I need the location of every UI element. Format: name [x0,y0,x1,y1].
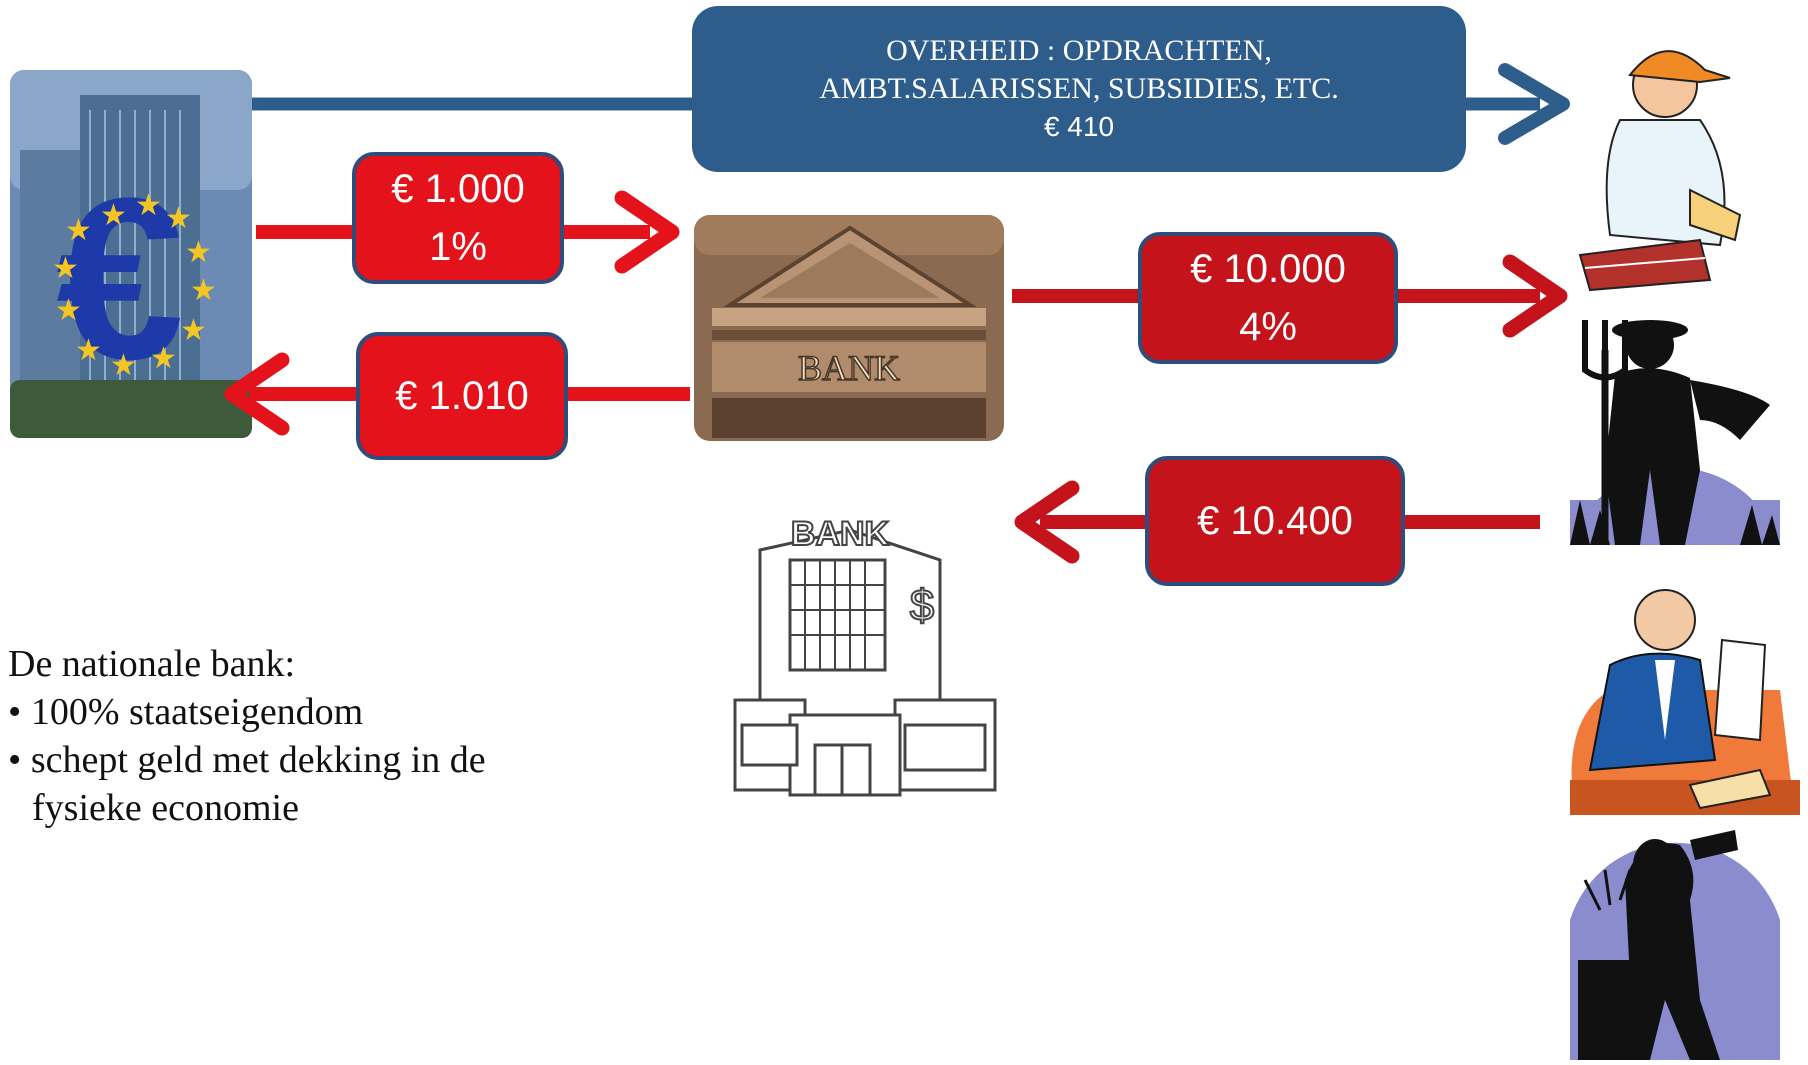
info-list: 100% staatseigendom schept geld met dekk… [8,688,486,832]
national-bank-info: De nationale bank: 100% staatseigendom s… [8,640,486,832]
farmer-clipart [1570,320,1780,545]
loan-rate: 1% [429,225,487,269]
bricklayer-clipart [1578,50,1742,292]
svg-text:★: ★ [135,188,162,223]
repayment-bank-to-central-label: € 1.010 [356,332,568,460]
repayment-amount: € 10.400 [1197,499,1353,543]
svg-text:★: ★ [100,198,127,233]
svg-text:★: ★ [180,313,207,348]
svg-text:★: ★ [110,348,137,383]
info-item-continuation: fysieke economie [32,787,299,829]
bank-building-clipart: BANK $ [733,514,997,797]
svg-text:★: ★ [65,213,92,248]
government-amount: € 410 [1043,111,1115,142]
bank-facade-sign: BANK [798,348,900,388]
government-spending-box: OVERHEID : OPDRACHTEN, AMBT.SALARISSEN, … [692,6,1466,172]
loan-amount: € 10.000 [1190,247,1346,291]
svg-text:★: ★ [190,273,217,308]
repayment-public-to-bank-label: € 10.400 [1145,456,1405,586]
svg-text:★: ★ [165,201,192,236]
businessman-clipart [1570,589,1800,815]
svg-text:$: $ [910,581,934,630]
loan-amount: € 1.000 [391,167,525,211]
svg-text:★: ★ [55,293,82,328]
svg-text:★: ★ [52,251,79,286]
government-title-line1: OVERHEID : OPDRACHTEN, [886,34,1272,67]
ecb-building-image: € ★★★ ★★★ ★★★ ★★★ [10,70,252,438]
welder-clipart [1570,830,1780,1060]
repayment-amount: € 1.010 [395,374,529,418]
info-title: De nationale bank: [8,643,296,685]
loan-bank-to-public-label: € 10.000 4% [1138,232,1398,364]
loan-central-to-bank-label: € 1.000 1% [352,152,564,284]
bank-building-sign: BANK [791,515,890,553]
info-item-ownership: 100% staatseigendom [8,688,486,736]
government-title-line2: AMBT.SALARISSEN, SUBSIDIES, ETC. [819,72,1339,105]
bank-facade-image: BANK [694,215,1004,441]
loan-rate: 4% [1239,305,1297,349]
svg-text:€: € [56,150,184,407]
svg-text:★: ★ [185,235,212,270]
svg-text:★: ★ [75,333,102,368]
svg-text:★: ★ [150,341,177,376]
